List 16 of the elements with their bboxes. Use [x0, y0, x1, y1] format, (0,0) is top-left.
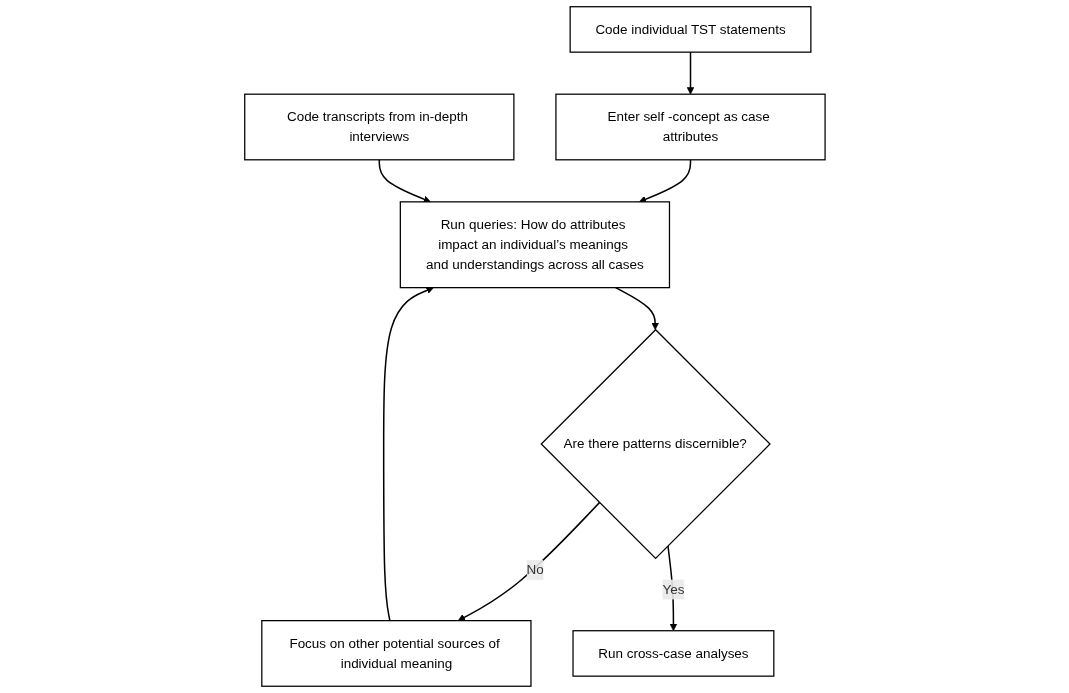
arrow	[686, 51, 694, 95]
node-box: Enter self -concept as case attributes	[554, 93, 826, 161]
arrow	[614, 286, 659, 331]
arrow	[457, 501, 600, 621]
arrow	[638, 159, 691, 203]
node-box: Run queries: How do attributes impact an individual’s meanings and understandings across all cases	[399, 201, 670, 289]
arrow	[378, 159, 431, 203]
edge-label: No	[526, 562, 544, 577]
node-box: Code transcripts from in-depth interviews	[243, 93, 515, 161]
node-box: Run cross-case analyses	[572, 630, 775, 677]
node-box: Code individual TST statements	[569, 6, 812, 53]
arrow	[382, 286, 434, 622]
node-box: Focus on other potential sources of individual meaning	[260, 620, 532, 687]
node-diamond: Are there patterns discernible?	[540, 328, 771, 560]
edge-label: Yes	[662, 581, 684, 597]
arrow	[666, 544, 677, 632]
